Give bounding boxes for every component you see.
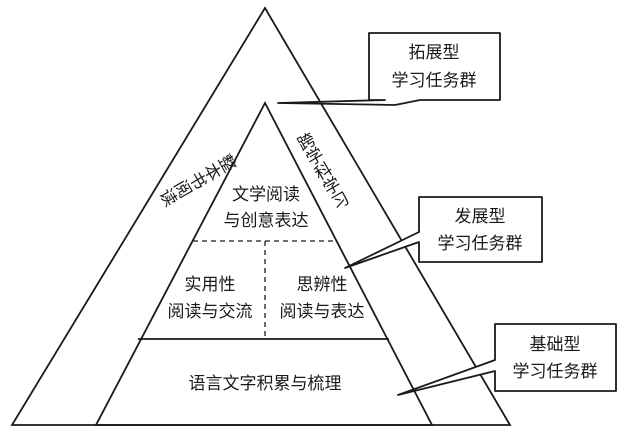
top-inner-line1: 文学阅读: [232, 185, 300, 205]
callout-basic-line2: 学习任务群: [513, 362, 598, 382]
inner-pyramid: [94, 101, 434, 426]
middle-right-line2: 阅读与表达: [280, 302, 365, 322]
callout-expand-line1: 拓展型: [409, 43, 460, 63]
callout-develop-box: [344, 196, 543, 269]
callout-basic-line1: 基础型: [530, 335, 581, 355]
base-label: 语言文字积累与梳理: [189, 374, 342, 394]
callout-basic-box: [397, 323, 617, 396]
callout-expand-box: [277, 32, 501, 106]
top-inner-line2: 与创意表达: [224, 211, 309, 231]
callout-develop-line2: 学习任务群: [438, 234, 523, 254]
middle-right-line1: 思辨性: [297, 275, 348, 295]
callout-expand-line2: 学习任务群: [392, 71, 477, 91]
middle-left-line2: 阅读与交流: [168, 302, 253, 322]
callout-develop-line1: 发展型: [455, 207, 506, 227]
middle-left-line1: 实用性: [185, 275, 236, 295]
